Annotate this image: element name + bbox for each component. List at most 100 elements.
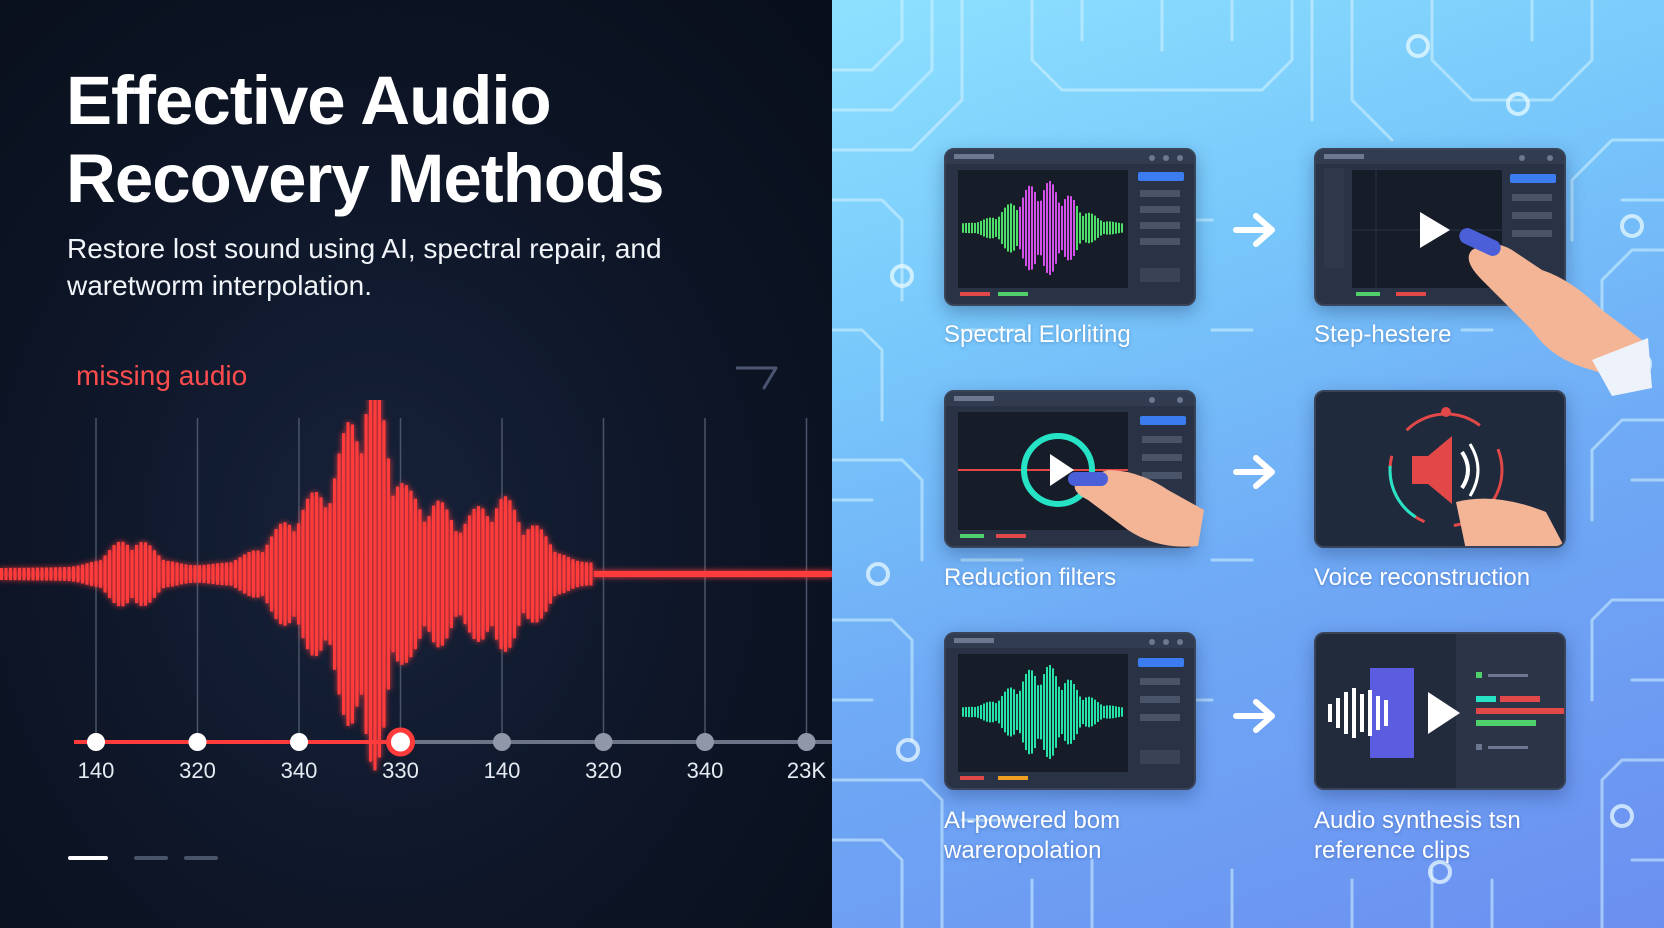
wave-bar bbox=[513, 509, 516, 639]
wave-bar bbox=[319, 497, 323, 651]
thumb-wave-bar bbox=[1118, 222, 1120, 234]
wave-bar bbox=[144, 542, 147, 606]
wave-bar bbox=[441, 502, 444, 646]
timeline-tick-label: 140 bbox=[77, 758, 115, 783]
thumb-wave-bar bbox=[1013, 689, 1015, 735]
timeline-marker[interactable] bbox=[290, 733, 308, 751]
thumbnail-spectral-editing[interactable] bbox=[944, 148, 1196, 306]
method-label-voice: Voice reconstruction bbox=[1314, 564, 1531, 591]
wave-bar bbox=[36, 567, 39, 581]
wave-bar bbox=[535, 525, 539, 623]
wave-bar bbox=[531, 525, 534, 623]
wave-bar bbox=[733, 571, 738, 577]
thumbnail-step-restore[interactable] bbox=[1314, 148, 1566, 306]
wave-bar bbox=[18, 567, 21, 581]
thumb-wave-bar bbox=[992, 701, 994, 723]
wave-bar bbox=[828, 571, 832, 577]
playback-editor-illustration bbox=[1316, 150, 1564, 296]
thumb-wave-bar bbox=[992, 217, 994, 239]
wave-bar bbox=[724, 571, 729, 577]
wave-bar bbox=[297, 523, 300, 625]
wave-bar bbox=[283, 522, 287, 626]
thumb-wave-bar bbox=[1070, 680, 1072, 744]
wave-bar bbox=[639, 571, 644, 577]
speaker-illustration bbox=[1388, 407, 1564, 546]
wave-bar bbox=[310, 492, 314, 656]
thumbnail-ai-interpolation[interactable] bbox=[944, 632, 1196, 790]
wave-bar bbox=[265, 544, 269, 604]
wave-bar bbox=[436, 500, 440, 648]
thumbnail-audio-synthesis[interactable] bbox=[1314, 632, 1566, 790]
thumb-wave-bar bbox=[1055, 192, 1057, 264]
wave-bar bbox=[670, 571, 675, 577]
timeline-marker[interactable] bbox=[188, 733, 207, 751]
wave-bar bbox=[391, 495, 395, 653]
timeline-marker[interactable] bbox=[594, 733, 613, 751]
pager-dot[interactable] bbox=[184, 856, 218, 860]
thumb-wave-bar bbox=[1034, 675, 1036, 749]
thumb-wave-bar bbox=[1106, 705, 1108, 719]
wave-bar bbox=[760, 571, 765, 577]
wave-bar bbox=[333, 478, 336, 670]
wave-bar bbox=[490, 521, 494, 627]
wave-bar bbox=[22, 567, 26, 581]
thumb-wave-bar bbox=[1073, 683, 1075, 741]
wave-bar bbox=[801, 571, 806, 577]
wave-bar bbox=[63, 567, 66, 581]
wave-bar bbox=[4, 567, 8, 581]
wave-bar bbox=[472, 508, 476, 640]
thumb-wave-bar bbox=[1046, 667, 1048, 757]
thumb-wave-bar bbox=[1061, 689, 1063, 735]
thumbnail-reduction-filters[interactable] bbox=[944, 390, 1196, 548]
wave-bar bbox=[360, 453, 363, 695]
wave-bar bbox=[301, 509, 305, 639]
wave-bar bbox=[576, 560, 579, 588]
thumb-wave-bar bbox=[1085, 213, 1087, 243]
wave-bar bbox=[504, 496, 507, 652]
wave-bar bbox=[742, 571, 747, 577]
thumb-wave-bar bbox=[974, 223, 976, 233]
thumb-wave-bar bbox=[1106, 221, 1108, 235]
pager-dot[interactable] bbox=[68, 856, 108, 860]
wave-bar bbox=[787, 571, 792, 577]
method-label-ai-line2: wareropolation bbox=[944, 837, 1102, 864]
wave-bar bbox=[211, 563, 215, 585]
timeline-marker[interactable] bbox=[696, 733, 714, 751]
wave-bar bbox=[675, 571, 680, 577]
wave-bar bbox=[274, 529, 278, 619]
wave-bar bbox=[711, 571, 716, 577]
timeline-marker[interactable] bbox=[87, 733, 105, 751]
wave-bar bbox=[108, 550, 111, 598]
thumb-wave-bar bbox=[1037, 685, 1039, 739]
wave-bar bbox=[315, 492, 318, 656]
thumbnail-voice-reconstruction[interactable] bbox=[1314, 390, 1566, 548]
hand-icon bbox=[1459, 228, 1652, 396]
timeline-marker[interactable] bbox=[493, 733, 511, 751]
pager-dot[interactable] bbox=[134, 856, 168, 860]
wave-bar bbox=[180, 563, 183, 585]
wave-bar bbox=[166, 560, 170, 588]
thumb-wave-bar bbox=[989, 217, 991, 239]
timeline-playhead[interactable] bbox=[386, 727, 415, 757]
wave-bar bbox=[99, 560, 102, 588]
timeline-tick-label: 330 bbox=[382, 758, 419, 783]
wave-bar bbox=[526, 529, 530, 619]
thumb-wave-bar bbox=[1109, 221, 1111, 235]
method-label-synthesis: Audio synthesis tsn reference clips bbox=[1314, 806, 1521, 866]
thumb-wave-bar bbox=[968, 222, 970, 234]
flow-arrow-icon bbox=[1233, 455, 1275, 489]
wave-bar bbox=[45, 567, 48, 581]
wave-bar bbox=[369, 400, 372, 762]
wave-bar bbox=[706, 571, 711, 577]
timeline-tick-label: 140 bbox=[483, 758, 521, 783]
wave-bar bbox=[306, 498, 309, 650]
title-line-2: Recovery Methods bbox=[66, 140, 665, 217]
timeline-marker[interactable] bbox=[797, 733, 816, 751]
wave-bar bbox=[342, 433, 345, 715]
wave-bar bbox=[621, 571, 626, 577]
thumb-wave-bar bbox=[1091, 697, 1093, 727]
thumb-wave-bar bbox=[1052, 668, 1054, 756]
thumb-wave-bar bbox=[1004, 691, 1006, 733]
left-panel: Effective Audio Recovery Methods Restore… bbox=[0, 0, 832, 928]
